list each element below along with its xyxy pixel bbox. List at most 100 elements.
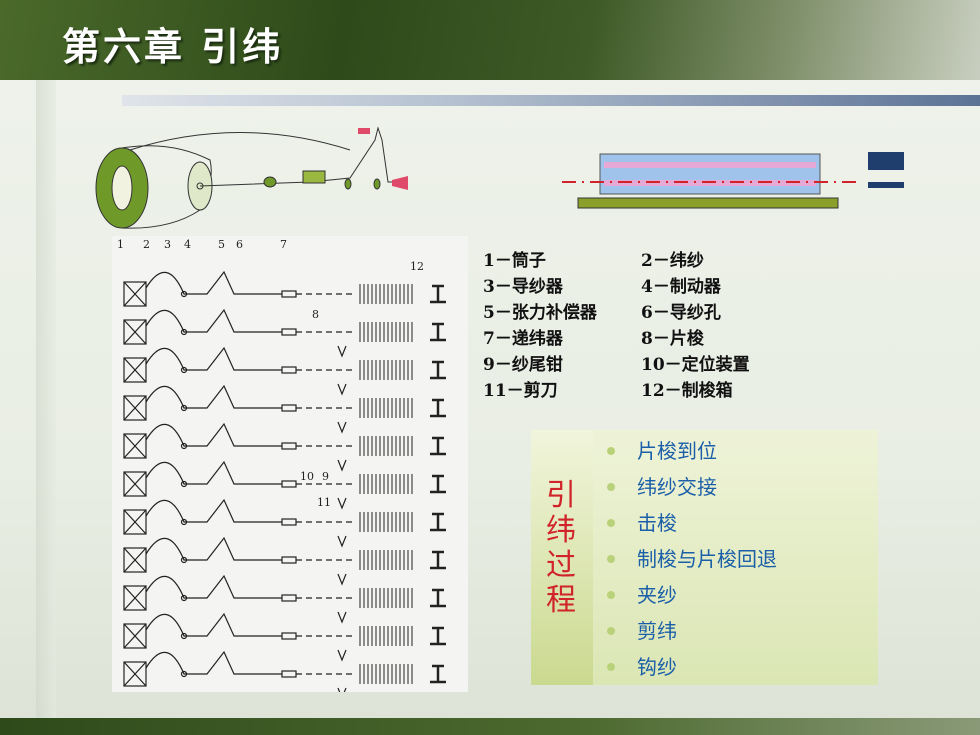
guide-eye [180,290,188,298]
callout-1: 1 [117,238,124,251]
yarn-clamp [337,687,347,692]
bobbin-box [123,471,147,497]
reed-block [359,664,413,684]
bobbin-cross [123,547,147,573]
yarn-clamp [337,497,347,510]
yarn-path [145,460,282,485]
reed-block [359,550,413,570]
callout-7: 7 [280,238,287,251]
page-edge-decoration [36,80,56,720]
bullet-icon [607,662,615,671]
legend-item: 5－张力补偿器 [483,303,597,323]
reed-block [359,360,413,380]
callout-3: 3 [164,238,171,251]
legend-row: 7－递纬器 8－片梭 [483,326,803,352]
yarn-clamp [337,611,347,624]
process-step: 剪纬 [607,616,677,646]
yarn-path [145,384,282,409]
stage-row [123,612,446,662]
yarn-clamp [337,421,347,434]
gripper-projectile [281,556,297,564]
receiving-unit [430,360,446,380]
stage-row [123,574,446,624]
legend-item: 1－筒子 [483,251,546,271]
yarn-path [145,498,282,523]
guide-eye [180,632,188,640]
process-step-label: 制梭与片梭回退 [637,547,777,571]
bobbin-box [123,623,147,649]
receiving-unit [430,664,446,684]
process-label-bar [531,430,593,685]
gripper-projectile [281,632,297,640]
process-steps-list: 片梭到位 纬纱交接 击梭 制梭与片梭回退 夹纱 剪纬 钩纱 [593,430,878,685]
bullet-icon [607,446,615,455]
process-step: 夹纱 [607,580,677,610]
bobbin-cross [123,281,147,307]
legend-item: 2－纬纱 [641,251,704,271]
gripper-projectile [281,594,297,602]
stage-row [123,536,446,586]
callout-2: 2 [143,238,150,251]
bobbin-box [123,661,147,687]
receiving-unit [430,322,446,342]
receiving-unit [430,550,446,570]
yarn-clamp [337,383,347,396]
bullet-icon [607,626,615,635]
stage-row [123,308,446,358]
gripper-projectile [281,442,297,450]
process-label: 引 纬 过 程 [541,478,581,618]
guide-eye [180,518,188,526]
legend-item: 3－导纱器 [483,277,563,297]
process-label-char: 纬 [546,513,576,548]
stage-row [123,460,446,510]
legend-item: 8－片梭 [641,329,704,349]
reed-block [359,512,413,532]
stage-row [123,422,446,472]
yarn-clamp [337,535,347,548]
bullet-icon [607,482,615,491]
bobbin-box [123,395,147,421]
yarn-path [145,308,282,333]
process-step: 钩纱 [607,652,677,682]
process-step-label: 片梭到位 [637,439,717,463]
gripper-projectile [281,480,297,488]
process-step-label: 钩纱 [637,655,677,679]
guide-eye [180,594,188,602]
title-bar: 第六章 引纬 [0,0,980,80]
legend-item: 6－导纱孔 [641,303,721,323]
callout-6: 6 [236,238,243,251]
bobbin-box [123,509,147,535]
callout-5: 5 [218,238,225,251]
guide-eye [180,404,188,412]
slide-title: 第六章 引纬 [62,25,284,69]
stage-row [123,384,446,434]
reed-block [359,436,413,456]
guide-eye [180,328,188,336]
stage-row [123,270,446,307]
process-step-label: 剪纬 [637,619,677,643]
yarn-clamp [337,345,347,358]
bobbin-cross [123,395,147,421]
bobbin-box [123,319,147,345]
callout-8: 8 [312,308,319,321]
yarn-path [145,650,282,675]
reed-block [359,398,413,418]
process-step: 片梭到位 [607,436,717,466]
callout-9: 9 [322,470,329,483]
bobbin-cross [123,471,147,497]
bobbin-cross [123,509,147,535]
guide-eye [180,480,188,488]
guide-eye [180,366,188,374]
gripper-projectile [281,290,297,298]
guide-eye [180,556,188,564]
bobbin-box [123,281,147,307]
gripper-projectile [281,518,297,526]
legend-item: 7－递纬器 [483,329,563,349]
legend-row: 1－筒子 2－纬纱 [483,248,803,274]
gripper-projectile [281,404,297,412]
receiving-unit [430,512,446,532]
legend-item: 11－剪刀 [483,381,558,401]
